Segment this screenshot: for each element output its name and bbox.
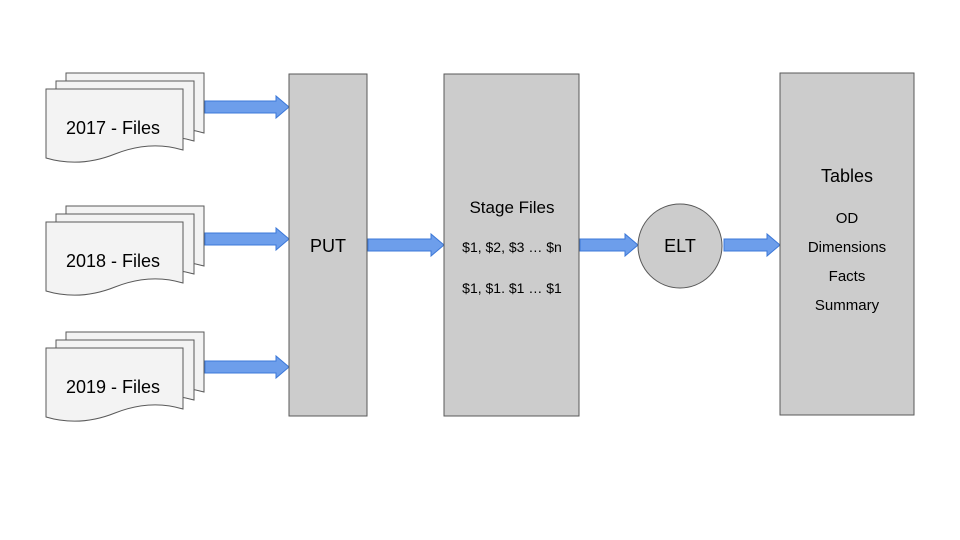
tables-item-summary: Summary (815, 297, 880, 314)
arrow-stage-to-elt (579, 232, 639, 258)
source-2017-files: 2017 - Files (45, 72, 205, 163)
put-label: PUT (310, 236, 346, 256)
stage-title: Stage Files (469, 198, 554, 217)
document-stack-icon (45, 331, 205, 422)
source-label: 2017 - Files (66, 118, 160, 138)
tables-item-facts: Facts (829, 268, 866, 285)
source-2019-files: 2019 - Files (45, 331, 205, 422)
tables-box: Tables OD Dimensions Facts Summary (779, 72, 915, 416)
arrow-2019-to-put (204, 354, 290, 380)
source-2018-files: 2018 - Files (45, 205, 205, 296)
source-label: 2018 - Files (66, 251, 160, 271)
elt-node: ELT (637, 203, 723, 289)
stage-files-box: Stage Files $1, $2, $3 … $n $1, $1. $1 …… (443, 73, 580, 417)
arrow-2018-to-put (204, 226, 290, 252)
stage-line-1: $1, $2, $3 … $n (462, 239, 562, 255)
put-box: PUT (288, 73, 368, 417)
tables-item-dimensions: Dimensions (808, 239, 886, 256)
stage-line-2: $1, $1. $1 … $1 (462, 280, 562, 296)
document-stack-icon (45, 72, 205, 163)
arrow-2017-to-put (204, 94, 290, 120)
arrow-elt-to-tables (723, 232, 781, 258)
source-label: 2019 - Files (66, 377, 160, 397)
arrow-put-to-stage (367, 232, 445, 258)
elt-label: ELT (664, 236, 696, 256)
tables-item-od: OD (836, 210, 859, 227)
tables-title: Tables (821, 166, 873, 186)
document-stack-icon (45, 205, 205, 296)
